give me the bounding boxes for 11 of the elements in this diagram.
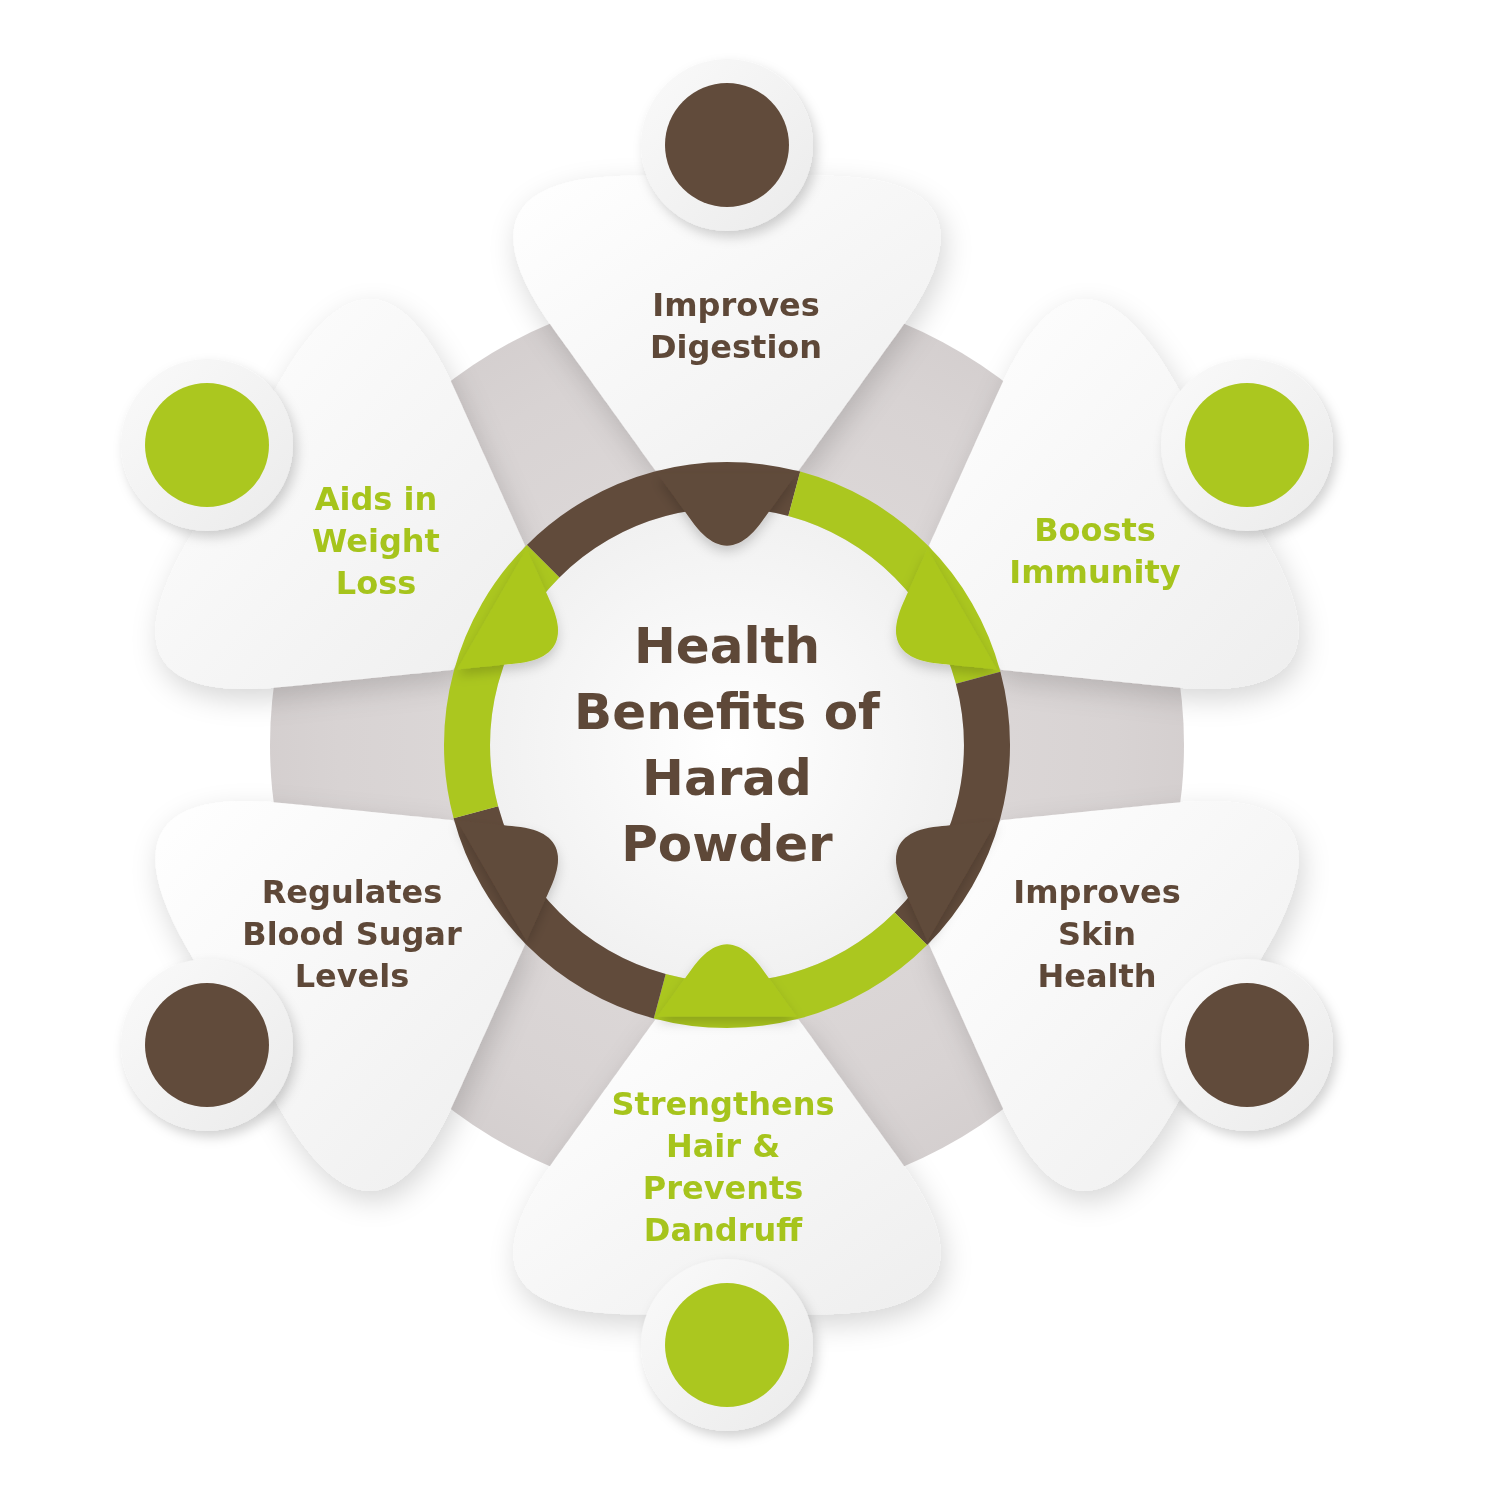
benefit-label: Regulates Blood Sugar Levels [241,872,463,997]
petal-card [121,299,525,690]
petal-card [929,800,1333,1191]
petal-card [513,1019,941,1431]
benefit-label: Improves Skin Health [1012,872,1182,997]
benefit-label: Aids in Weight Loss [311,479,441,604]
benefit-label: Boosts Immunity [1008,510,1182,593]
benefit-label: Strengthens Hair & Prevents Dandruff [610,1084,836,1251]
benefit-label: Improves Digestion [648,285,824,368]
petal-card [121,800,525,1191]
title-text: Health Benefits of Harad Powder [573,616,882,875]
